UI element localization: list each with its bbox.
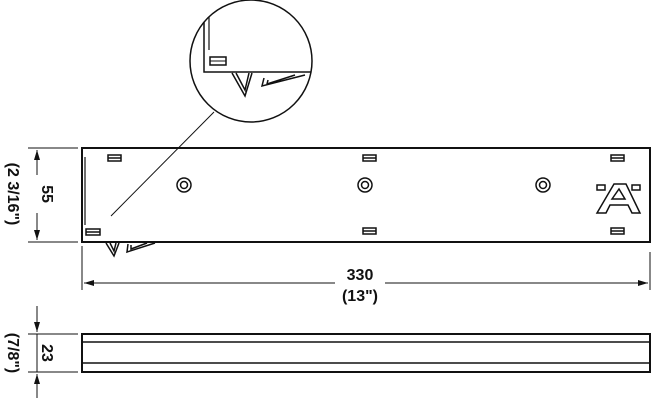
height-mm-label: 55 (38, 185, 55, 203)
height-dimension: 55 (2 3/16") (4, 147, 78, 243)
length-in-label: (13") (342, 288, 378, 305)
screw-hole (176, 177, 551, 193)
thickness-in-label: (7/8") (4, 333, 21, 373)
thickness-mm-label: 23 (38, 344, 55, 362)
length-mm-label: 330 (347, 267, 374, 284)
slot (85, 154, 625, 236)
thickness-dimension: 23 (7/8") (4, 306, 78, 398)
letter-a-marking (595, 183, 642, 214)
plate-top-view (81, 147, 651, 258)
height-in-label: (2 3/16") (4, 163, 21, 226)
detail-magnifier (189, 0, 313, 123)
plate-side-view (81, 333, 651, 373)
length-dimension: 330 (13") (81, 246, 651, 305)
leader-line (110, 111, 215, 217)
